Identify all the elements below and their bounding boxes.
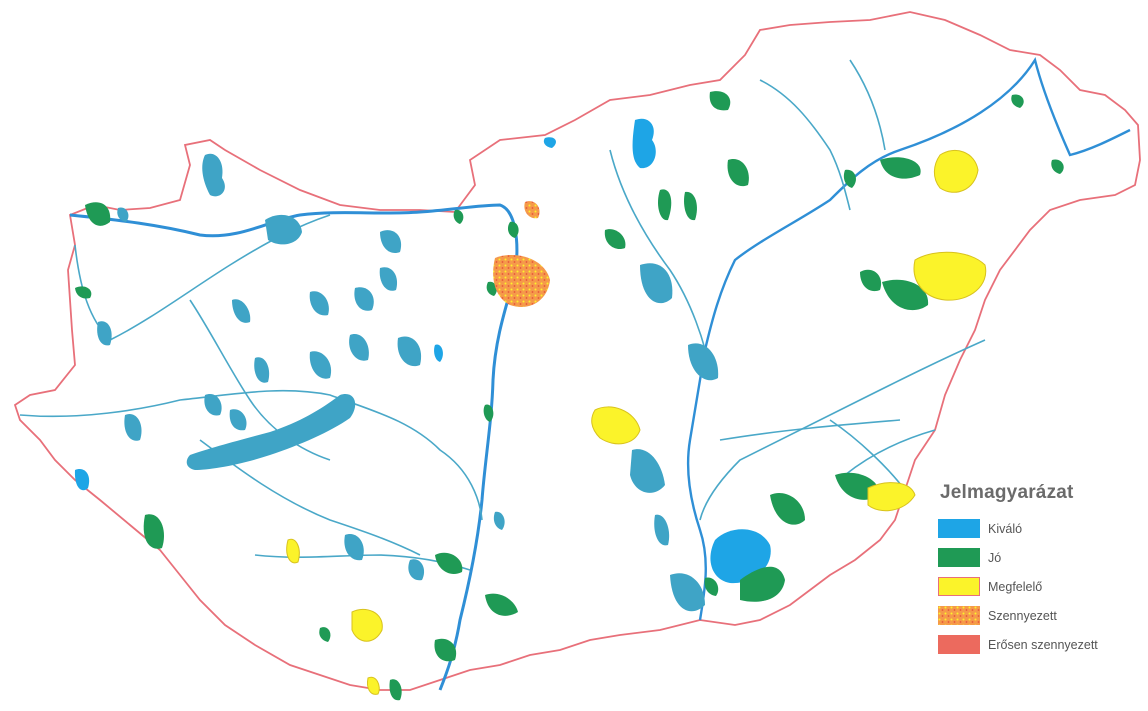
legend-label-erosen-szennyezett: Erősen szennyezett: [988, 637, 1098, 652]
lake-balaton: [186, 394, 356, 470]
legend-swatch-erosen-szennyezett: [938, 635, 980, 654]
legend: Jelmagyarázat Kiváló Jó Megfelelő Szenny…: [938, 482, 1143, 659]
water-bodies: [74, 91, 1064, 701]
legend-item-kivalo: Kiváló: [938, 514, 1143, 543]
legend-label-kivalo: Kiváló: [988, 521, 1023, 536]
legend-label-jo: Jó: [988, 550, 1002, 565]
country-border: [13, 11, 1141, 691]
legend-item-megfelelo: Megfelelő: [938, 572, 1143, 601]
legend-swatch-kivalo: [938, 519, 980, 538]
legend-label-szennyezett: Szennyezett: [988, 608, 1057, 623]
legend-swatch-megfelelo: [938, 577, 980, 596]
legend-title: Jelmagyarázat: [940, 482, 1074, 503]
legend-item-erosen-szennyezett: Erősen szennyezett: [938, 630, 1143, 659]
danube-river: [69, 203, 519, 691]
legend-item-szennyezett: Szennyezett: [938, 601, 1143, 630]
legend-item-jo: Jó: [938, 543, 1143, 572]
tisza-river: [686, 56, 1131, 621]
legend-label-megfelelo: Megfelelő: [988, 579, 1043, 594]
legend-swatch-szennyezett: [938, 606, 980, 625]
legend-swatch-jo: [938, 548, 980, 567]
